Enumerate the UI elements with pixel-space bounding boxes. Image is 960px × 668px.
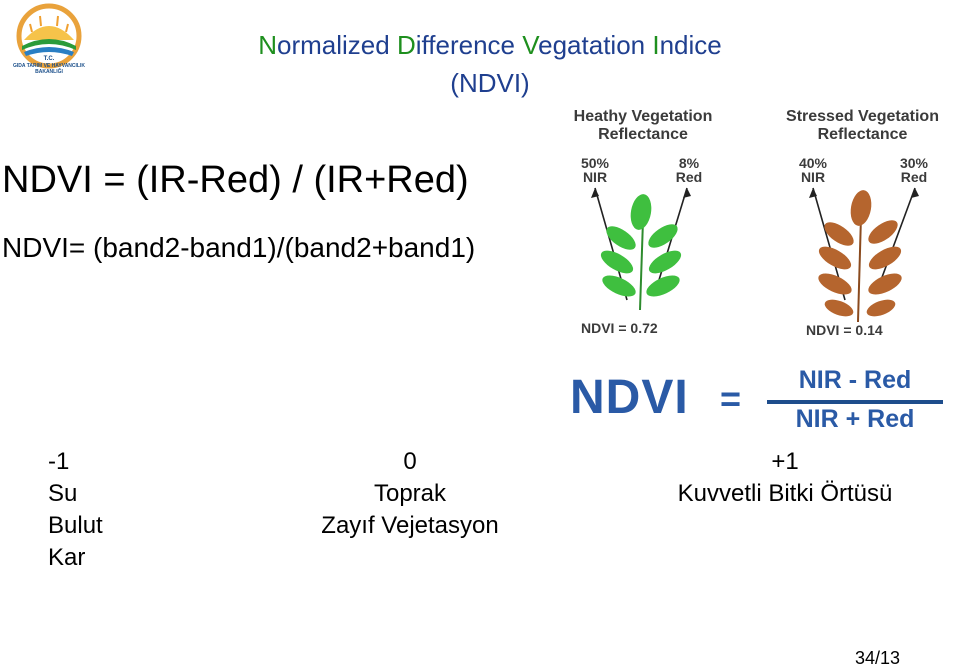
scale-high-column: +1 Kuvvetli Bitki Örtüsü xyxy=(640,446,930,510)
scale-low-value: -1 xyxy=(48,448,70,475)
page-subtitle: (NDVI) xyxy=(450,68,530,98)
stressed-heading: Stressed Vegetation xyxy=(786,108,939,125)
healthy-leaf xyxy=(591,187,691,311)
scale-item: Kuvvetli Bitki Örtüsü xyxy=(677,480,893,507)
healthy-heading: Heathy Vegetation xyxy=(573,108,713,125)
healthy-nir-pct: 50% xyxy=(580,155,610,171)
ndvi-formula: NDVI = (IR-Red) / (IR+Red) xyxy=(2,159,469,201)
title-cap: V xyxy=(522,30,539,60)
title-word: ifference xyxy=(415,30,523,60)
scale-item: Kar xyxy=(48,544,86,571)
stressed-leaf xyxy=(809,187,919,323)
healthy-nir-label: NIR xyxy=(582,169,608,185)
scale-mid-column: 0 Toprak Zayıf Vejetasyon xyxy=(260,446,560,542)
scale-item: Bulut xyxy=(48,512,103,539)
scale-item: Zayıf Vejetasyon xyxy=(321,512,499,539)
healthy-ndvi-value: NDVI = 0.72 xyxy=(581,320,658,336)
leaf-reflectance-diagram xyxy=(591,187,919,323)
stressed-red-pct: 30% xyxy=(899,155,929,171)
stressed-ndvi-value: NDVI = 0.14 xyxy=(806,322,883,338)
big-formula-numerator: NIR - Red xyxy=(798,366,912,394)
fraction-bar xyxy=(767,400,943,404)
scale-item: Toprak xyxy=(373,480,447,507)
ndvi-band-formula: NDVI= (band2-band1)/(band2+band1) xyxy=(2,232,476,263)
title-cap: N xyxy=(258,30,278,60)
title-word: egatation xyxy=(538,30,653,60)
scale-item: Su xyxy=(48,480,78,507)
big-formula-lhs: NDVI xyxy=(570,371,689,424)
scale-mid-value: 0 xyxy=(403,448,417,475)
ministry-logo xyxy=(16,3,82,69)
title-cap: I xyxy=(652,30,660,60)
stressed-heading-sub: Reflectance xyxy=(817,126,908,143)
big-formula-equals: = xyxy=(720,378,742,419)
healthy-heading-sub: Reflectance xyxy=(598,126,688,143)
title-word: ormalized xyxy=(277,30,397,60)
stressed-nir-pct: 40% xyxy=(798,155,828,171)
scale-high-value: +1 xyxy=(771,448,799,475)
logo-text: GIDA TARIM VE HAYVANCILIK xyxy=(13,63,85,69)
logo-text: T.C. xyxy=(43,56,55,62)
logo-text: BAKANLIĞI xyxy=(35,69,63,75)
stressed-red-label: Red xyxy=(900,169,928,185)
healthy-red-pct: 8% xyxy=(678,155,700,171)
page-title: Normalized Difference Vegatation Indice xyxy=(150,30,830,60)
healthy-red-label: Red xyxy=(675,169,703,185)
page-number: 34/13 xyxy=(855,648,901,668)
title-word: ndice xyxy=(659,30,722,60)
scale-low-column: -1 Su Bulut Kar xyxy=(48,446,103,574)
stressed-nir-label: NIR xyxy=(800,169,826,185)
big-formula-denominator: NIR + Red xyxy=(795,405,915,433)
title-cap: D xyxy=(396,30,416,60)
